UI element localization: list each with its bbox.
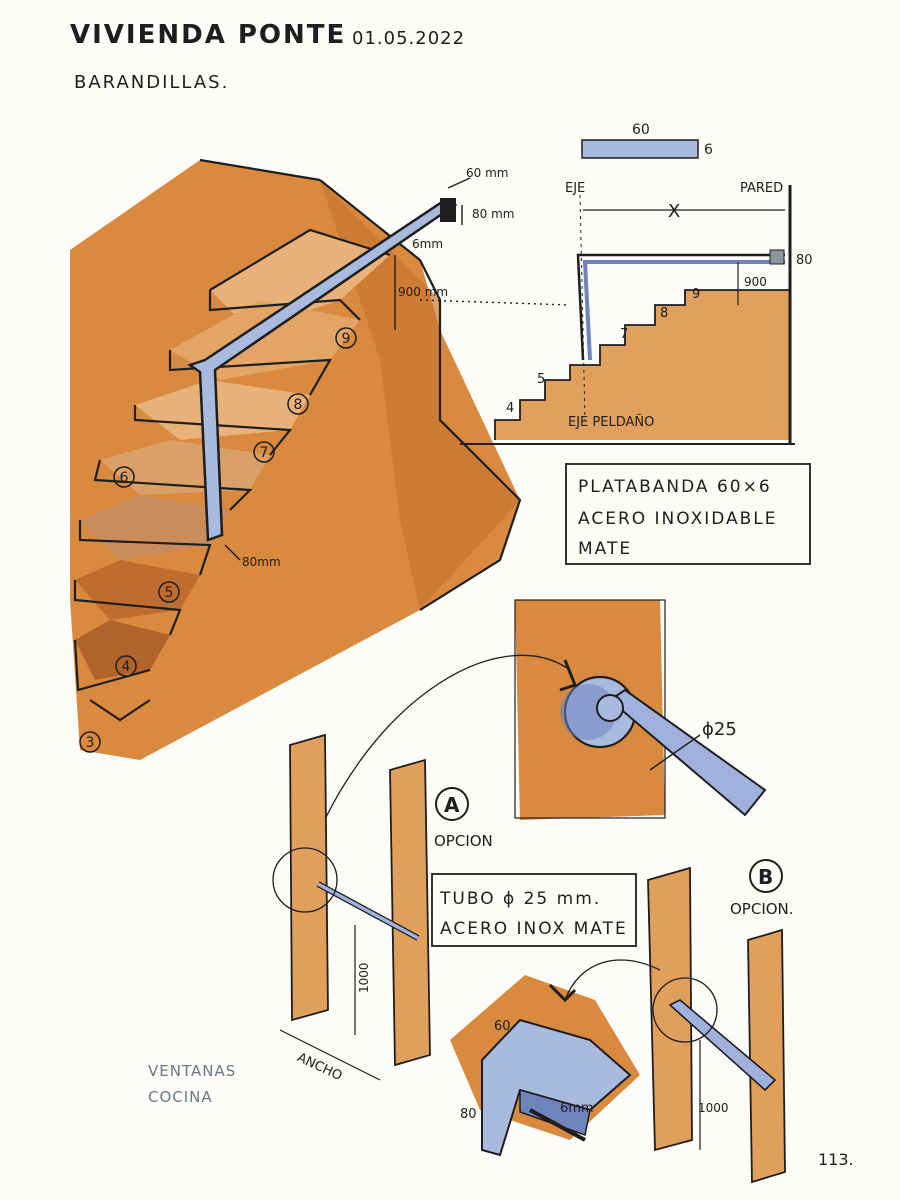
elevation-eje: EJE bbox=[565, 181, 585, 196]
drawing-date: 01.05.2022 bbox=[352, 28, 466, 49]
dim-900mm: 900 mm bbox=[398, 285, 448, 299]
elevation-step-8: 8 bbox=[660, 306, 668, 321]
elevation-80: 80 bbox=[796, 253, 813, 268]
option-b-letter: B bbox=[758, 865, 773, 889]
elevation-drawing: 60 6 EJE PARED X 80 900 4 5 7 8 9 EJE PE… bbox=[460, 122, 813, 445]
bracket-80: 80 bbox=[460, 1107, 477, 1122]
drawing-subtitle: BARANDILLAS. bbox=[74, 72, 230, 93]
stair-step-8: 8 bbox=[294, 397, 303, 413]
handrail-end bbox=[440, 198, 456, 222]
tube-box: TUBO ϕ 25 mm. ACERO INOX MATE bbox=[431, 873, 637, 947]
dim-80mm: 80 mm bbox=[472, 207, 514, 221]
option-a-jamb-left bbox=[289, 733, 329, 1022]
tread-7 bbox=[135, 380, 310, 440]
stair-step-3: 3 bbox=[86, 735, 95, 751]
elevation-step-7: 7 bbox=[620, 327, 628, 342]
ventanas-label: VENTANAS COCINA bbox=[148, 1062, 237, 1106]
stair-step-4: 4 bbox=[122, 659, 131, 675]
tube-body bbox=[608, 688, 767, 817]
drawing-title: VIVIENDA PONTE bbox=[70, 20, 347, 50]
handrail-bar bbox=[187, 198, 458, 542]
elevation-step-9: 9 bbox=[692, 287, 700, 302]
bracket-60: 60 bbox=[494, 1019, 511, 1034]
stair-step-5: 5 bbox=[165, 585, 174, 601]
tread-4 bbox=[75, 560, 200, 620]
option-b: 1000 B OPCION. bbox=[647, 859, 794, 1184]
spec-line-1: PLATABANDA 60×6 bbox=[578, 477, 772, 497]
bar-section bbox=[581, 139, 699, 159]
elevation-x: X bbox=[668, 201, 680, 222]
elevation-900: 900 bbox=[744, 275, 767, 289]
page-number: 113. bbox=[818, 1150, 854, 1169]
stair-step-6: 6 bbox=[120, 470, 129, 486]
spec-box: PLATABANDA 60×6 ACERO INOXIDABLE MATE bbox=[565, 463, 811, 565]
bar-thickness-label: 6 bbox=[704, 142, 713, 158]
stair-sketch: 3 4 5 6 7 8 9 60 mm 80 mm 6mm bbox=[70, 158, 571, 760]
option-b-jamb-left bbox=[647, 866, 693, 1152]
tube-diameter: ϕ25 bbox=[702, 719, 737, 740]
option-a-height: 1000 bbox=[357, 962, 371, 993]
bracket-6mm: 6mm bbox=[560, 1101, 594, 1116]
dim-80mm-base: 80mm bbox=[242, 555, 281, 569]
stair-side bbox=[320, 180, 520, 610]
tread-6 bbox=[100, 440, 270, 495]
stair-step-9: 9 bbox=[342, 331, 351, 347]
spec-line-2: ACERO INOXIDABLE bbox=[578, 509, 778, 529]
option-a: 1000 ANCHO A OPCION bbox=[272, 733, 493, 1084]
elevation-eje-peldano: EJE PELDAÑO bbox=[568, 414, 654, 430]
option-a-width: ANCHO bbox=[295, 1050, 345, 1084]
tube-box-line-1: TUBO ϕ 25 mm. bbox=[439, 889, 601, 909]
tube-box-line-2: ACERO INOX MATE bbox=[440, 919, 628, 939]
option-b-label: OPCION. bbox=[730, 900, 794, 918]
spec-line-3: MATE bbox=[578, 539, 632, 559]
tread-3 bbox=[75, 620, 170, 680]
stair-step-7: 7 bbox=[260, 445, 269, 461]
elevation-pared: PARED bbox=[740, 181, 783, 196]
option-b-jamb-right bbox=[747, 928, 786, 1184]
elevation-step-5: 5 bbox=[537, 372, 545, 387]
elevation-step-4: 4 bbox=[506, 401, 514, 416]
dim-6mm: 6mm bbox=[412, 237, 443, 251]
option-b-height: 1000 bbox=[698, 1101, 729, 1115]
option-a-label: OPCION bbox=[434, 832, 493, 850]
option-a-letter: A bbox=[444, 793, 460, 817]
round-tube-detail: ϕ25 bbox=[514, 599, 767, 820]
option-a-jamb-right bbox=[389, 758, 431, 1067]
elevation-steps bbox=[495, 290, 790, 440]
dim-60mm: 60 mm bbox=[466, 166, 508, 180]
bar-width-label: 60 bbox=[632, 122, 650, 138]
bracket-detail: 60 80 6mm bbox=[450, 959, 661, 1157]
